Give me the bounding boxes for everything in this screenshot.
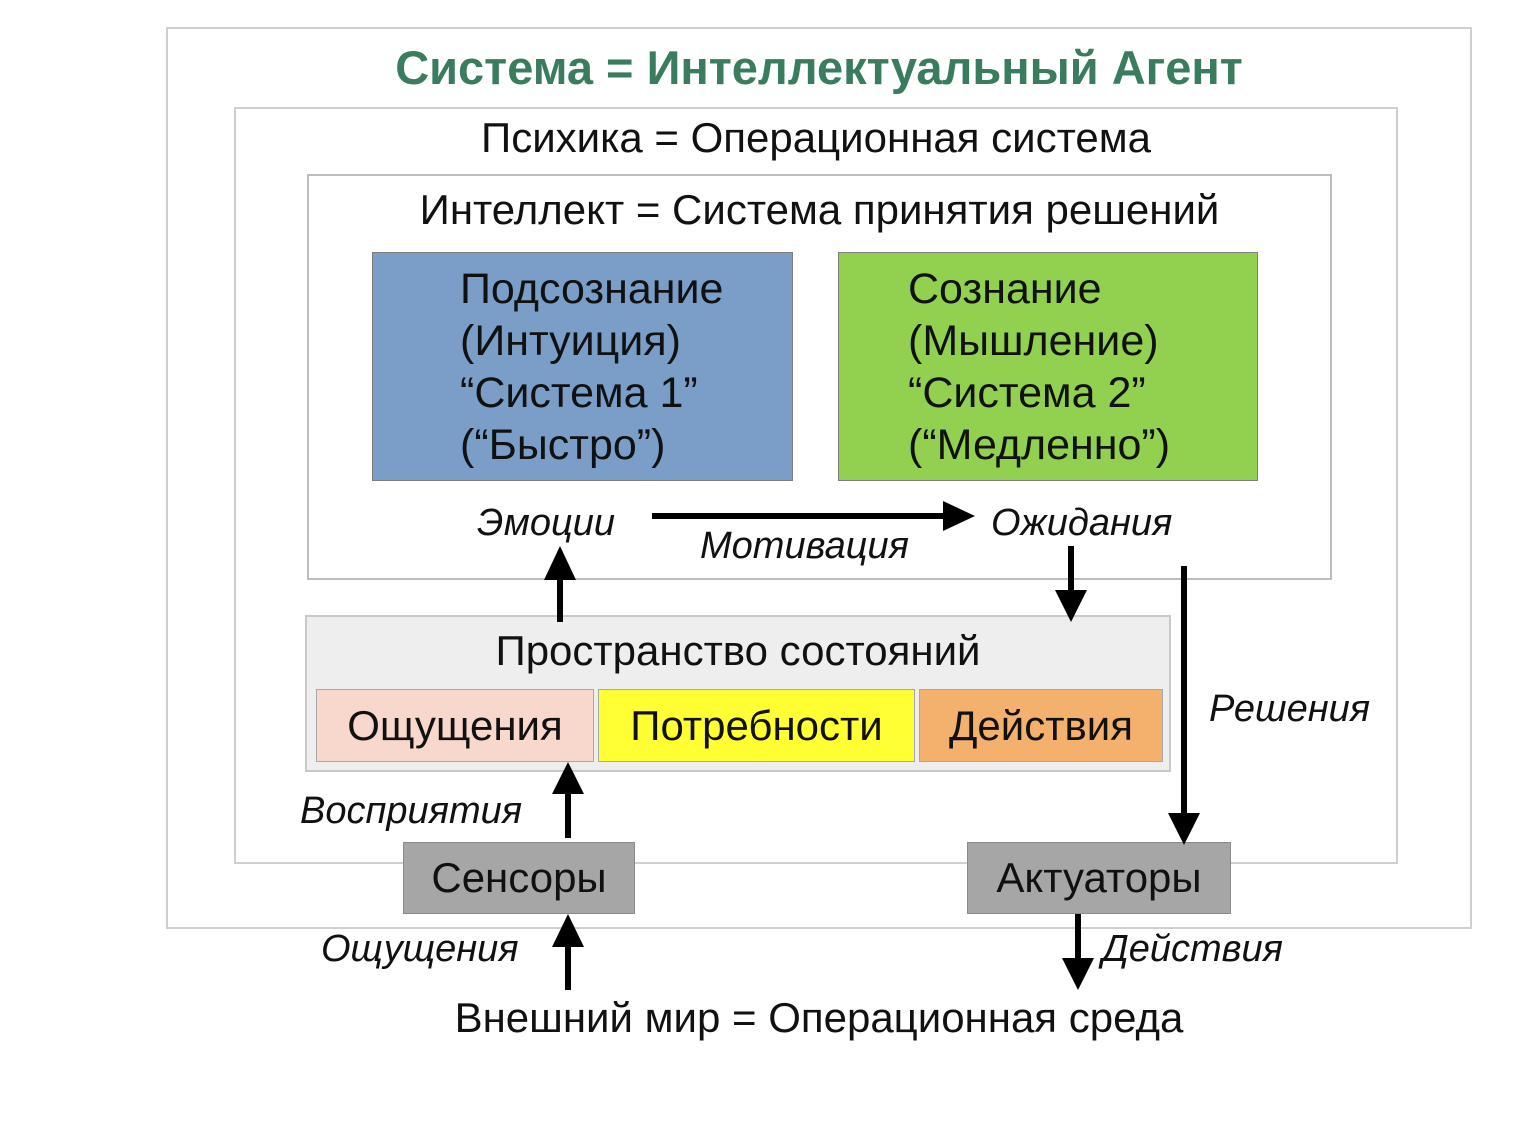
decisions-label: Решения xyxy=(1209,688,1371,730)
perception-label: Восприятия xyxy=(300,790,523,832)
system-2-box: Сознание (Мышление) “Система 2” (“Медлен… xyxy=(838,252,1258,481)
system-1-line-3: “Система 1” xyxy=(460,369,698,417)
emotions-arrow-head xyxy=(544,546,576,580)
system-2-line-2: (Мышление) xyxy=(908,317,1159,365)
state-cell-needs: Потребности xyxy=(598,689,915,762)
motivation-arrow-head xyxy=(943,501,975,531)
actions-output-label: Действия xyxy=(1102,928,1283,970)
state-cell-actions: Действия xyxy=(919,689,1163,762)
decisions-arrow-head xyxy=(1168,813,1200,845)
actions-output-arrow-head xyxy=(1062,958,1094,990)
perception-arrow-head xyxy=(552,762,584,794)
motivation-label: Мотивация xyxy=(700,525,909,567)
system-1-line-2: (Интуиция) xyxy=(460,317,681,365)
intellect-label: Интеллект = Система принятия решений xyxy=(419,186,1220,233)
system-1-box: Подсознание (Интуиция) “Система 1” (“Быс… xyxy=(372,252,793,481)
sensations-input-arrow-head xyxy=(552,914,584,947)
psyche-label: Психика = Операционная система xyxy=(481,114,1151,161)
diagram-title: Система = Интеллектуальный Агент xyxy=(395,41,1243,94)
expectations-arrow-head xyxy=(1055,590,1087,622)
expectations-label: Ожидания xyxy=(991,502,1173,544)
environment-label: Внешний мир = Операционная среда xyxy=(454,994,1184,1041)
state-space-label: Пространство состояний xyxy=(495,627,981,674)
actuators-box: Актуаторы xyxy=(967,842,1231,914)
state-cell-sensations: Ощущения xyxy=(316,689,594,762)
sensors-box: Сенсоры xyxy=(403,842,635,914)
system-2-line-1: Сознание xyxy=(908,265,1102,313)
sensations-input-label: Ощущения xyxy=(321,928,519,970)
system-2-line-4: (“Медленно”) xyxy=(908,421,1171,469)
system-1-line-1: Подсознание xyxy=(460,265,724,313)
emotions-label: Эмоции xyxy=(477,502,615,544)
system-1-line-4: (“Быстро”) xyxy=(460,421,666,469)
system-2-line-3: “Система 2” xyxy=(908,369,1146,417)
